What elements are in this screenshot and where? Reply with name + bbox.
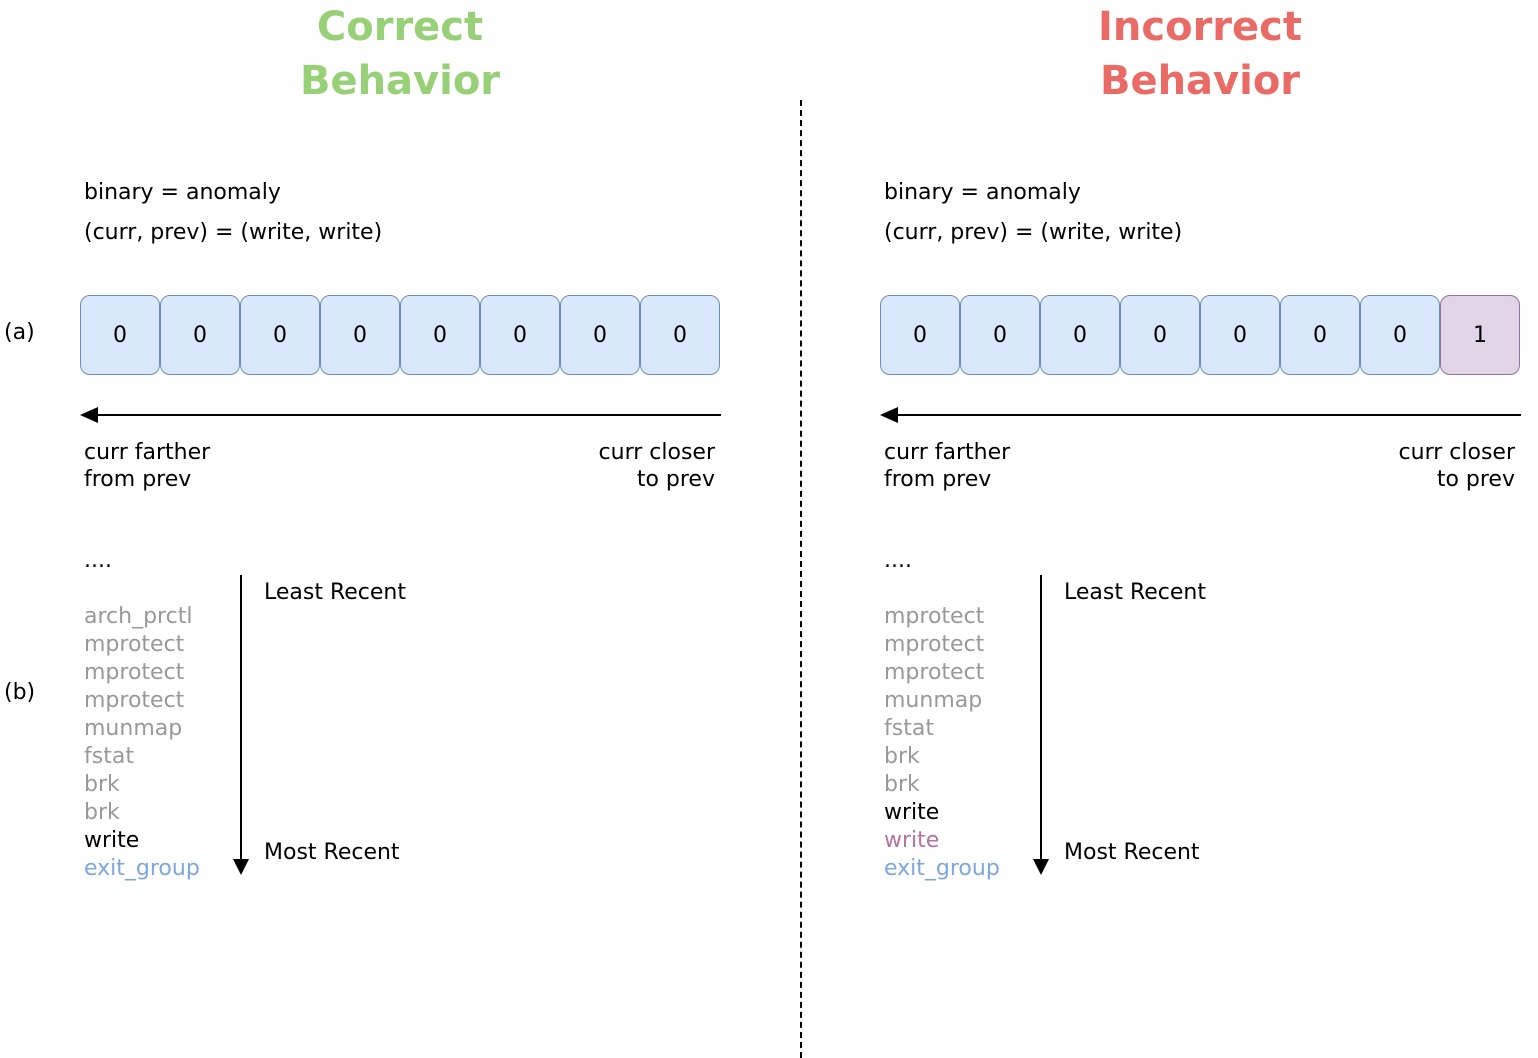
left-cell: 0 [80,295,160,375]
correct-behavior-title: Correct Behavior [200,0,600,108]
row-label-a: (a) [4,320,35,345]
right-cell: 0 [1280,295,1360,375]
right-ellipsis: .... [884,548,912,573]
left-pair-caption: (curr, prev) = (write, write) [84,220,383,245]
left-closer-label: curr closer to prev [560,439,715,494]
left-closer-line1: curr closer [598,440,715,465]
syscall-item: mprotect [84,660,185,685]
right-closer-line2: to prev [1436,467,1515,492]
left-bit-array: 0 0 0 0 0 0 0 0 [80,295,720,375]
row-label-b: (b) [4,680,36,705]
right-most-recent: Most Recent [1064,840,1200,865]
left-cell: 0 [240,295,320,375]
right-pair-caption: (curr, prev) = (write, write) [884,220,1183,245]
left-cell: 0 [640,295,720,375]
right-syscall-list: mprotect mprotect mprotect munmap fstat … [884,603,1000,883]
left-cell: 0 [320,295,400,375]
syscall-item: brk [884,744,920,769]
left-ellipsis: .... [84,548,112,573]
syscall-item-last: exit_group [84,856,200,881]
left-farther-line1: curr farther [84,440,211,465]
syscall-item: fstat [84,744,134,769]
right-farther-label: curr farther from prev [884,439,1010,494]
syscall-item: munmap [884,688,983,713]
syscall-item: brk [84,800,120,825]
syscall-item: mprotect [84,632,185,657]
incorrect-title-line1: Incorrect [1098,4,1302,50]
right-distance-arrow [880,407,1521,423]
right-farther-line2: from prev [884,467,992,492]
right-cell: 0 [1200,295,1280,375]
panel-divider [800,100,802,1058]
left-cell: 0 [160,295,240,375]
syscall-item: mprotect [884,604,985,629]
incorrect-behavior-title: Incorrect Behavior [1000,0,1400,108]
syscall-item: fstat [884,716,934,741]
correct-title-line2: Behavior [299,58,501,104]
syscall-item-last: exit_group [884,856,1000,881]
syscall-item: munmap [84,716,183,741]
left-closer-line2: to prev [636,467,715,492]
right-cell: 0 [960,295,1040,375]
right-closer-label: curr closer to prev [1360,439,1515,494]
left-cell: 0 [480,295,560,375]
right-least-recent: Least Recent [1064,580,1207,605]
syscall-item: arch_prctl [84,604,193,629]
left-farther-line2: from prev [84,467,192,492]
right-time-arrow [1033,575,1049,875]
right-cell: 0 [880,295,960,375]
right-bit-array: 0 0 0 0 0 0 0 1 [880,295,1520,375]
syscall-item-previous: write [884,828,940,853]
syscall-item: mprotect [84,688,185,713]
left-cell: 0 [560,295,640,375]
left-cell: 0 [400,295,480,375]
syscall-item-current: write [884,800,940,825]
right-cell: 0 [1040,295,1120,375]
syscall-item: mprotect [884,660,985,685]
left-syscall-list: arch_prctl mprotect mprotect mprotect mu… [84,603,200,883]
right-farther-line1: curr farther [884,440,1011,465]
right-cell: 0 [1120,295,1200,375]
left-most-recent: Most Recent [264,840,400,865]
syscall-item: brk [84,772,120,797]
left-distance-arrow [80,407,721,423]
left-binary-caption: binary = anomaly [84,180,281,205]
syscall-item: mprotect [884,632,985,657]
left-time-arrow [233,575,249,875]
incorrect-title-line2: Behavior [1099,58,1301,104]
right-cell: 0 [1360,295,1440,375]
right-cell-anomaly: 1 [1440,295,1520,375]
correct-title-line1: Correct [316,4,484,50]
syscall-item-current: write [84,828,140,853]
right-closer-line1: curr closer [1398,440,1515,465]
left-least-recent: Least Recent [264,580,407,605]
left-farther-label: curr farther from prev [84,439,210,494]
syscall-item: brk [884,772,920,797]
right-binary-caption: binary = anomaly [884,180,1081,205]
